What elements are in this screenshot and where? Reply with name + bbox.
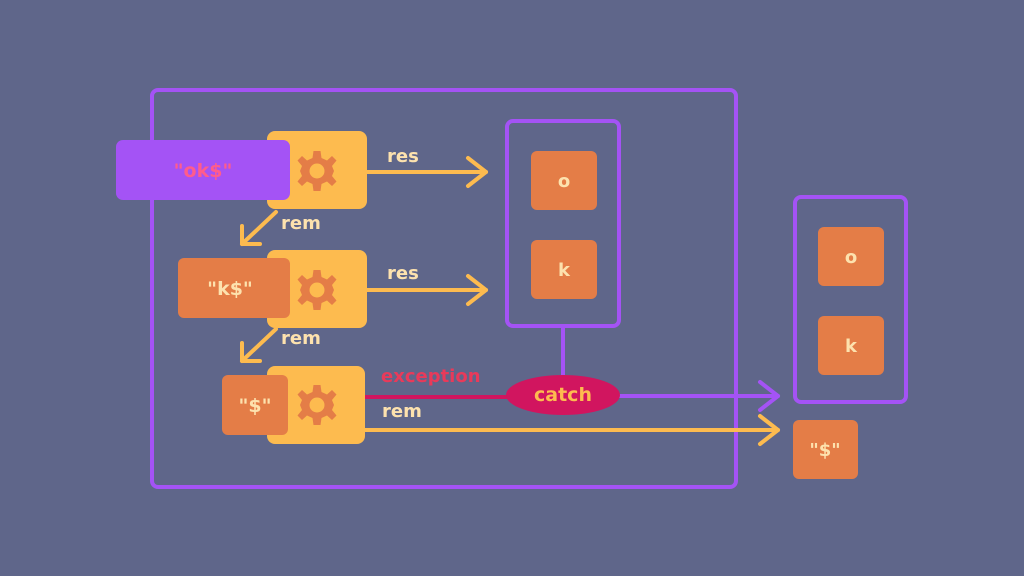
parser-container [150,88,738,489]
output-remainder-label: "$" [809,440,840,461]
input-label-1: "ok$" [174,160,233,182]
rem-label-2: rem [281,328,321,349]
rem-label-3: rem [382,401,422,422]
res-label-1: res [387,146,419,167]
output-remainder [793,420,858,479]
rem-arrow-1 [240,210,278,246]
collector-item-o-label: o [558,171,570,192]
rem-label-1: rem [281,213,321,234]
output-item-o [818,227,884,286]
output-box [793,195,908,404]
collector-item-k [531,240,597,299]
output-item-k-label: k [845,336,858,357]
output-item-o-label: o [845,247,857,268]
catch-label: catch [534,384,592,406]
res-arrow-2 [365,274,488,306]
rem-arrow-3 [363,414,780,446]
input-box-3 [222,375,288,435]
res-arrow-1 [365,156,488,188]
rem-arrow-2 [240,327,278,363]
input-label-3: "$" [238,395,271,417]
input-label-2: "k$" [207,278,253,300]
catch-output-arrow [615,380,780,412]
exception-label: exception [381,366,481,387]
collector-item-k-label: k [558,260,571,281]
output-item-k [818,316,884,375]
input-box-1 [116,140,290,200]
res-label-2: res [387,263,419,284]
catch-node [506,375,620,415]
collector-item-o [531,151,597,210]
input-box-2 [178,258,290,318]
